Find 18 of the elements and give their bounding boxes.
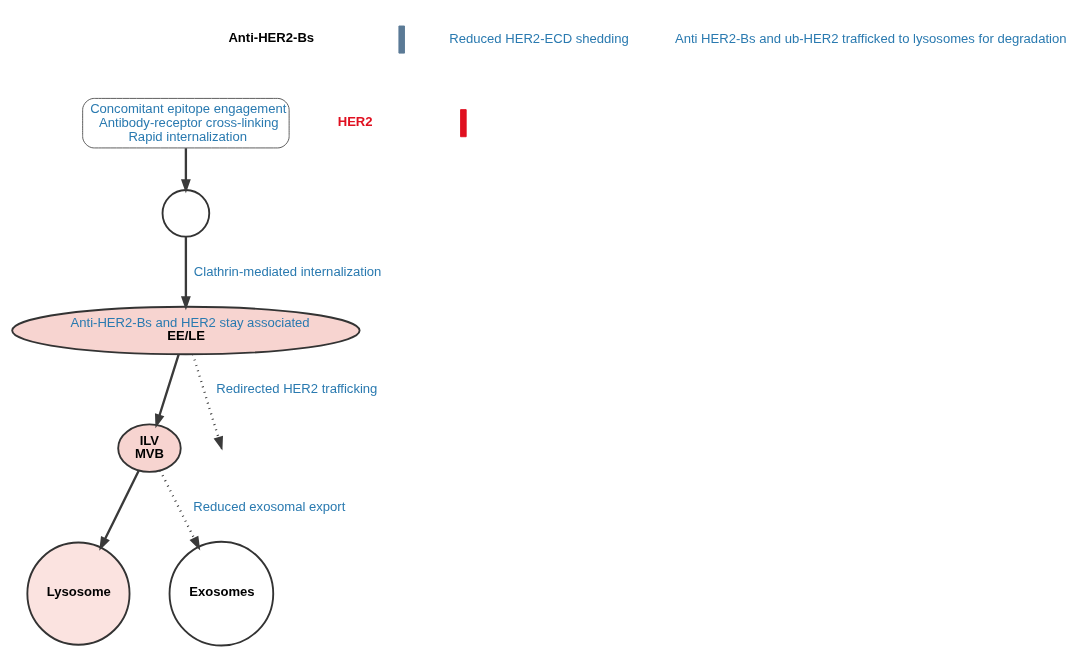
label: Reduced HER2-ECD shedding [449, 31, 629, 47]
arrow [154, 354, 180, 429]
node-circle: Lysosome [26, 541, 131, 646]
node-box: Concomitant epitope engagement Antibody-receptor cross-linking Rapid internalization [82, 97, 290, 149]
node-circle [161, 189, 211, 238]
edge-label: Reduced exosomal export [193, 498, 346, 514]
legend-label: Anti-HER2-Bs [228, 30, 315, 46]
arrow [180, 148, 191, 194]
edge-label: Redirected HER2 trafficking [216, 381, 378, 397]
node-circle: Exosomes [168, 540, 275, 647]
label: Anti HER2-Bs and ub-HER2 trafficked to lysosomes for degradation [674, 31, 1067, 47]
edge-label: Clathrin-mediated internalization [193, 263, 382, 279]
arrow [180, 236, 191, 311]
node-ellipse: Anti-HER2-Bs and HER2 stay associated EE/LE [11, 305, 361, 356]
legend-label: HER2 [337, 113, 373, 129]
node-ellipse: ILV MVB [117, 423, 182, 473]
arrow [99, 470, 140, 551]
arrow [159, 470, 201, 551]
